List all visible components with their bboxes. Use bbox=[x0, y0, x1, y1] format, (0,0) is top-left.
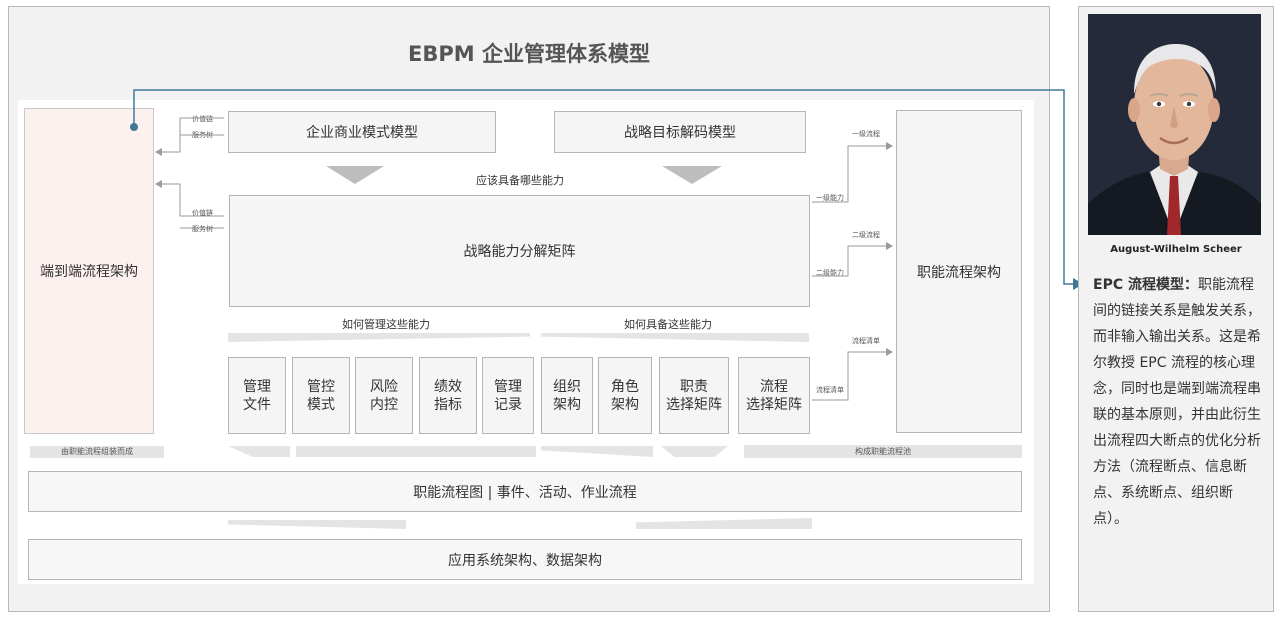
manage-heading: 如何管理这些能力 bbox=[342, 318, 430, 331]
possess-item-process-matrix-label: 流程选择矩阵 bbox=[746, 378, 802, 413]
capability-question: 应该具备哪些能力 bbox=[476, 174, 564, 187]
value-chain-label-lower: 价值链 bbox=[192, 209, 213, 217]
manage-item-risk: 风险内控 bbox=[355, 357, 413, 434]
value-chain-label-upper: 价值链 bbox=[192, 115, 213, 123]
epc-description-body: 职能流程间的链接关系是触发关系，而非输入输出关系。这是希尔教授 EPC 流程的核… bbox=[1093, 277, 1261, 527]
manage-item-docs-label: 管理文件 bbox=[243, 378, 271, 413]
down-arrow-right bbox=[662, 166, 722, 184]
possess-item-raci: 职责选择矩阵 bbox=[659, 357, 729, 434]
manage-item-control: 管控模式 bbox=[292, 357, 350, 434]
end-to-end-label: 端到端流程架构 bbox=[40, 264, 138, 280]
functional-flow-bar: 职能流程图 | 事件、活动、作业流程 bbox=[28, 471, 1022, 512]
manage-item-control-label: 管控模式 bbox=[307, 378, 335, 413]
manage-item-records: 管理记录 bbox=[482, 357, 534, 434]
value-chain-connector-lower bbox=[155, 180, 224, 217]
down-arrow-left bbox=[326, 166, 384, 184]
possess-item-org-label: 组织架构 bbox=[553, 378, 581, 413]
end-to-end-architecture-box: 端到端流程架构 bbox=[24, 108, 154, 434]
flow-list-connector bbox=[812, 348, 893, 401]
strategy-matrix-box: 战略能力分解矩阵 bbox=[229, 195, 810, 307]
left-note: 由职能流程组装而成 bbox=[61, 447, 133, 456]
band-under-manage bbox=[296, 446, 536, 457]
strategy-decode-label: 战略目标解码模型 bbox=[624, 125, 736, 141]
functional-label: 职能流程架构 bbox=[917, 264, 1001, 281]
possess-item-raci-label: 职责选择矩阵 bbox=[666, 378, 722, 413]
level1-flow-label: 一级流程 bbox=[852, 130, 880, 138]
right-note: 构成职能流程池 bbox=[855, 447, 911, 456]
manage-heading-band bbox=[228, 333, 530, 342]
epc-description-title: EPC 流程模型： bbox=[1093, 277, 1198, 293]
flow-list-label-top: 流程清单 bbox=[852, 337, 880, 345]
manage-item-kpi: 绩效指标 bbox=[419, 357, 477, 434]
system-architecture-bar: 应用系统架构、数据架构 bbox=[28, 539, 1022, 580]
right-note-band bbox=[744, 445, 1022, 458]
service-tree-label-lower: 服务树 bbox=[192, 225, 213, 233]
band-under-flow-right bbox=[636, 518, 812, 529]
functional-flow-label: 职能流程图 | 事件、活动、作业流程 bbox=[413, 484, 637, 501]
possess-item-role: 角色架构 bbox=[598, 357, 652, 434]
level2-connector bbox=[812, 242, 893, 277]
manage-item-risk-label: 风险内控 bbox=[370, 378, 398, 413]
level2-flow-label: 二级流程 bbox=[852, 231, 880, 239]
level1-connector bbox=[812, 142, 893, 203]
business-model-label: 企业商业模式模型 bbox=[306, 125, 418, 141]
system-architecture-label: 应用系统架构、数据架构 bbox=[448, 552, 602, 569]
level1-capability-label: 一级能力 bbox=[816, 194, 844, 202]
level2-capability-label: 二级能力 bbox=[816, 269, 844, 277]
manage-item-docs: 管理文件 bbox=[228, 357, 286, 434]
diagram-title: EBPM 企业管理体系模型 bbox=[408, 42, 650, 66]
epc-description: EPC 流程模型：职能流程间的链接关系是触发关系，而非输入输出关系。这是希尔教授… bbox=[1093, 272, 1265, 532]
strategy-matrix-label: 战略能力分解矩阵 bbox=[463, 244, 576, 260]
epc-connector-line bbox=[133, 89, 1084, 290]
strategy-decode-box: 战略目标解码模型 bbox=[554, 111, 806, 153]
possess-item-role-label: 角色架构 bbox=[611, 378, 639, 413]
band-under-raci bbox=[661, 446, 728, 457]
possess-heading: 如何具备这些能力 bbox=[624, 318, 712, 331]
possess-item-org: 组织架构 bbox=[541, 357, 593, 434]
portrait-photo bbox=[1088, 14, 1261, 235]
portrait-caption: August-Wilhelm Scheer bbox=[1110, 244, 1242, 255]
functional-architecture-box: 职能流程架构 bbox=[896, 110, 1022, 433]
band-under-flow-left bbox=[228, 520, 406, 529]
possess-item-process-matrix: 流程选择矩阵 bbox=[738, 357, 810, 434]
possess-heading-band bbox=[541, 333, 809, 342]
business-model-box: 企业商业模式模型 bbox=[228, 111, 496, 153]
band-under-docs bbox=[228, 446, 290, 457]
left-note-band bbox=[30, 446, 164, 458]
manage-item-kpi-label: 绩效指标 bbox=[434, 378, 462, 413]
flow-list-label-bottom: 流程清单 bbox=[816, 386, 844, 394]
band-under-org bbox=[541, 446, 653, 457]
manage-item-records-label: 管理记录 bbox=[494, 378, 522, 413]
